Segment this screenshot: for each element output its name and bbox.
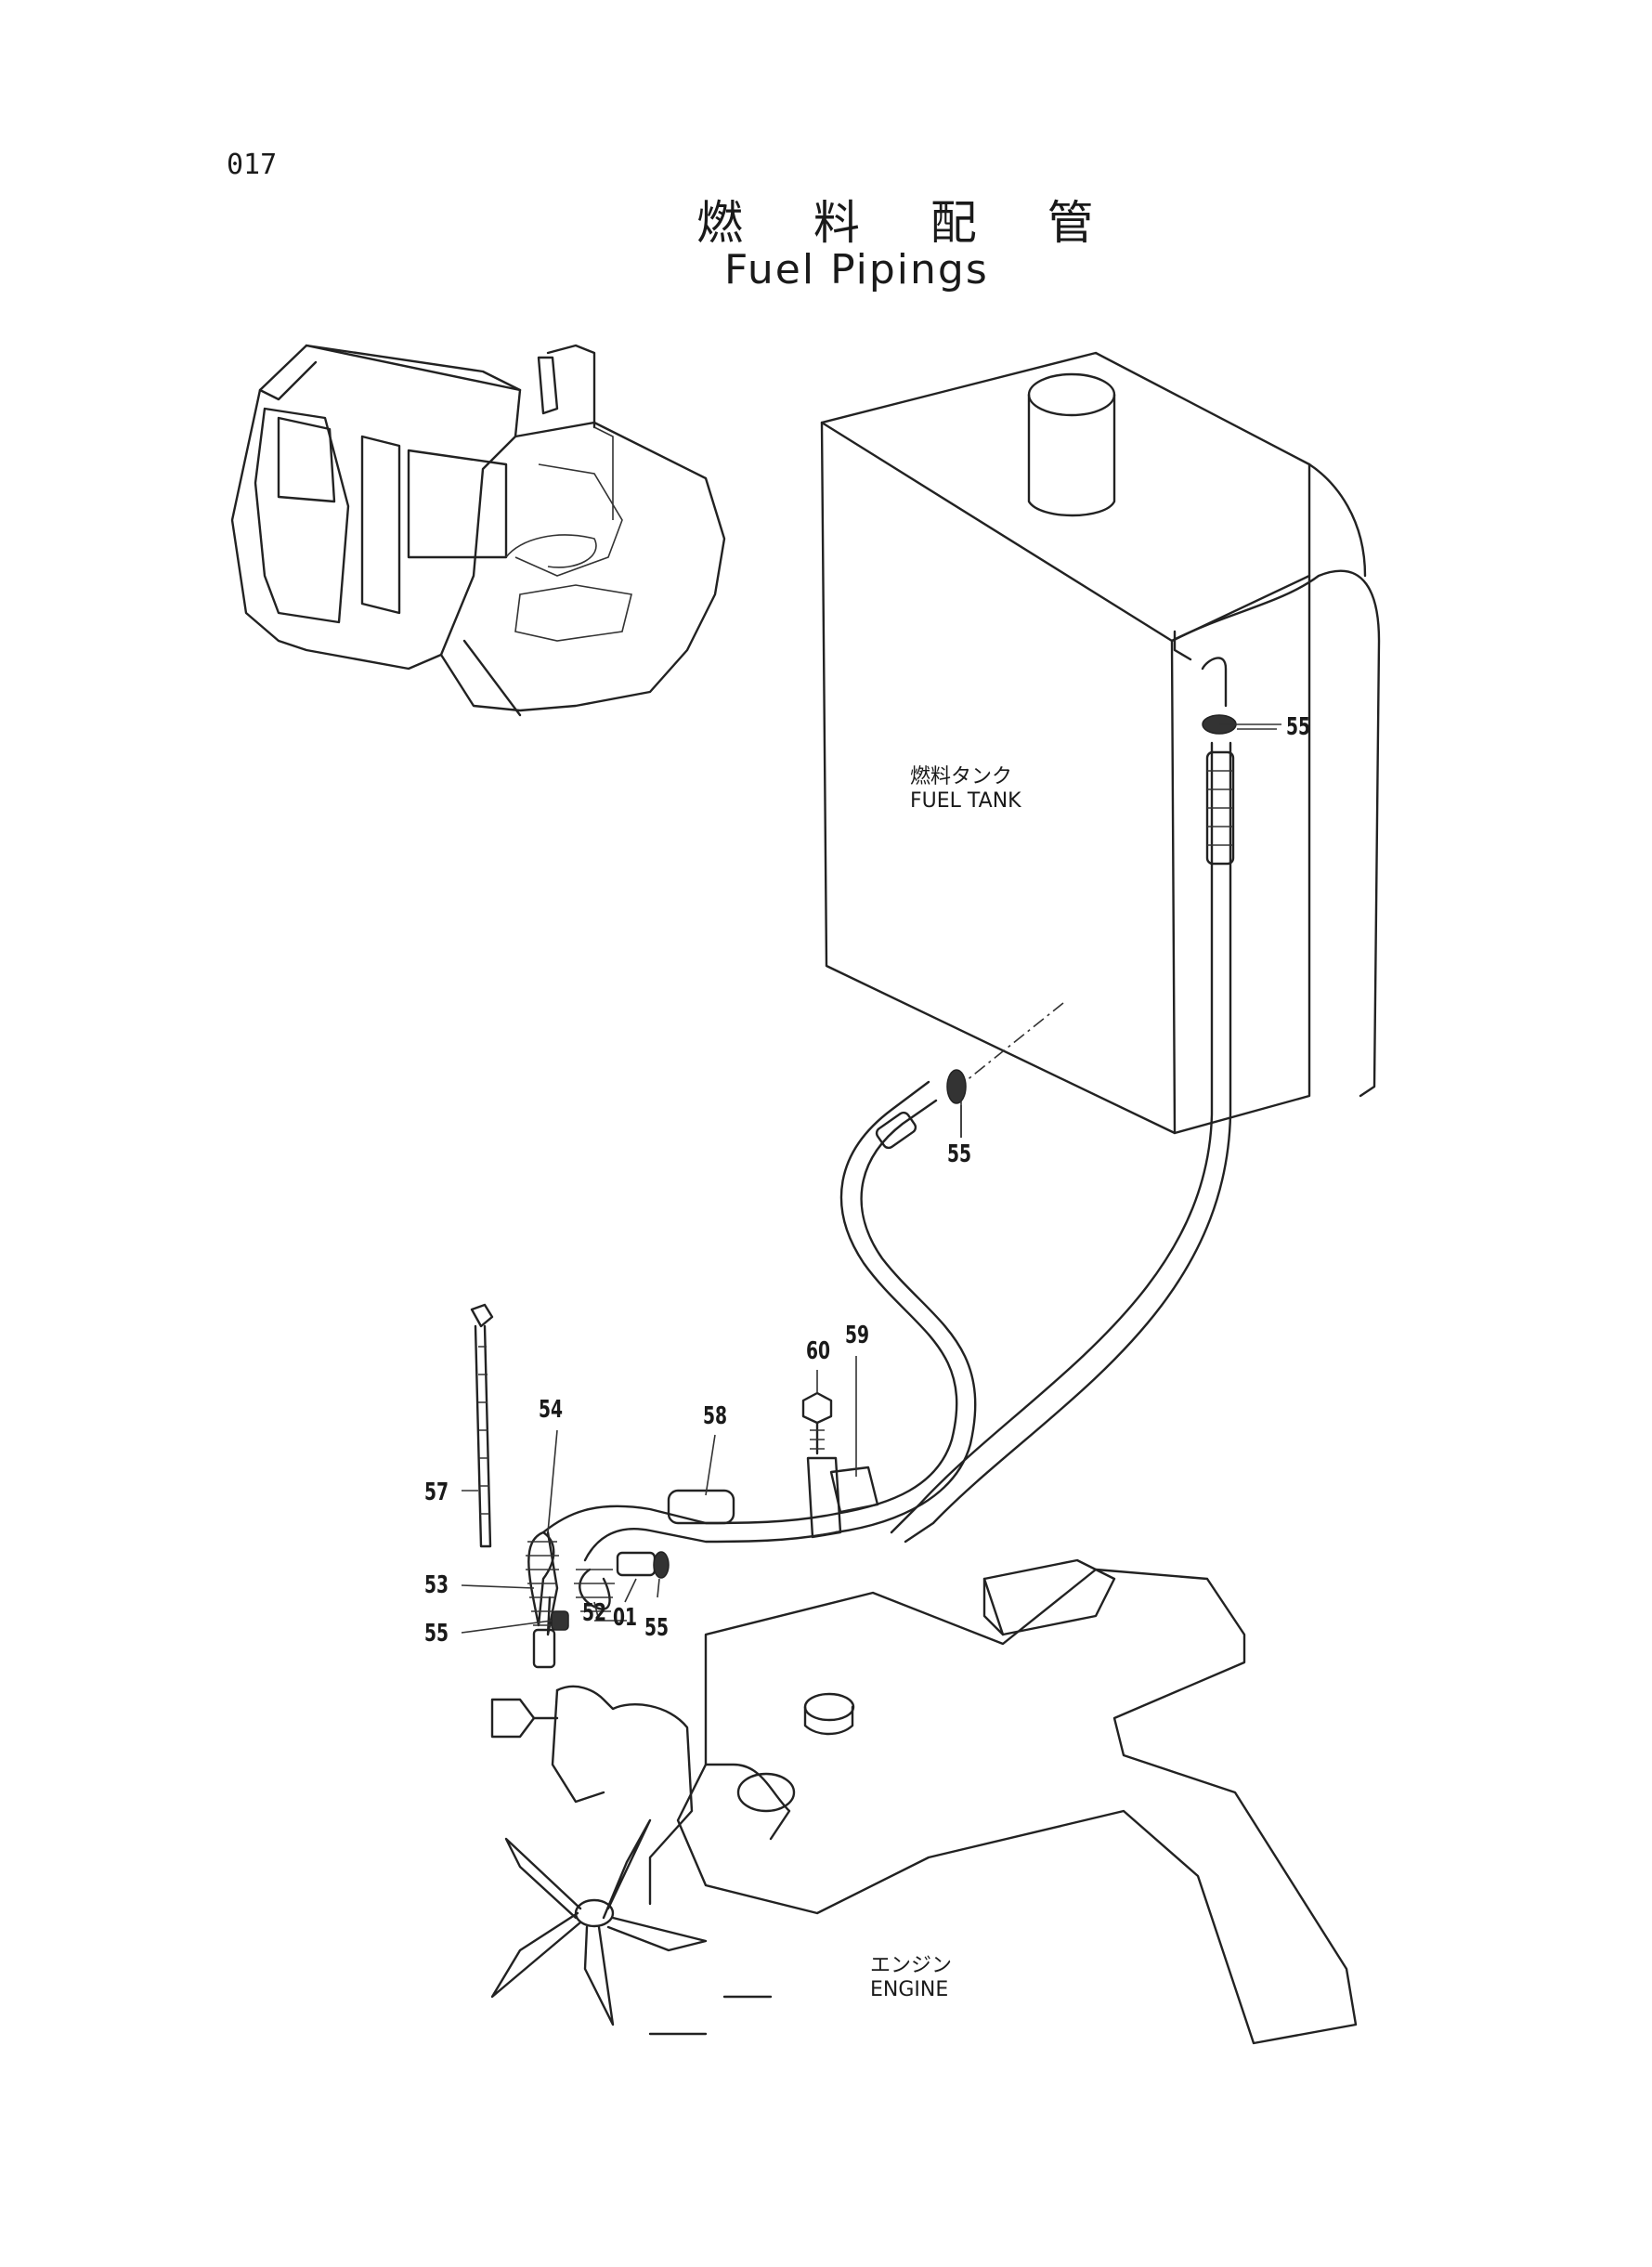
engine-illustration — [490, 1558, 1358, 2045]
fuel-tank — [820, 351, 1381, 1135]
callout-53: 53 — [424, 1571, 449, 1599]
supply-hose — [834, 1002, 1064, 1534]
fuel-tank-label-jp: 燃料タンク — [910, 765, 1013, 788]
callout-60: 60 — [806, 1337, 831, 1365]
callout-57: 57 — [424, 1479, 449, 1506]
callout-58: 58 — [703, 1402, 728, 1430]
engine-label-jp: エンジン — [870, 1954, 953, 1977]
callout-leaders — [461, 723, 1281, 1634]
page-number: 017 — [227, 149, 278, 181]
callout-55-hose: 55 — [644, 1614, 670, 1642]
callout-01: 01 — [613, 1604, 638, 1632]
hose-cluster — [470, 1303, 879, 1669]
fuel-tank-label-en: FUEL TANK — [910, 789, 1021, 813]
callout-55-engine: 55 — [424, 1620, 449, 1648]
engine-label-en: ENGINE — [870, 1978, 949, 2001]
return-hose — [890, 657, 1277, 1544]
callout-59: 59 — [845, 1322, 870, 1349]
callout-55-tank: 55 — [947, 1140, 972, 1168]
title-english: Fuel Pipings — [724, 246, 989, 293]
excavator-illustration — [230, 344, 726, 717]
callout-54: 54 — [539, 1396, 564, 1424]
callout-52: 52 — [582, 1599, 607, 1627]
fan-illustration — [490, 1818, 708, 2026]
callout-55-return: 55 — [1286, 713, 1311, 741]
title-japanese: 燃 料 配 管 — [696, 196, 1122, 250]
